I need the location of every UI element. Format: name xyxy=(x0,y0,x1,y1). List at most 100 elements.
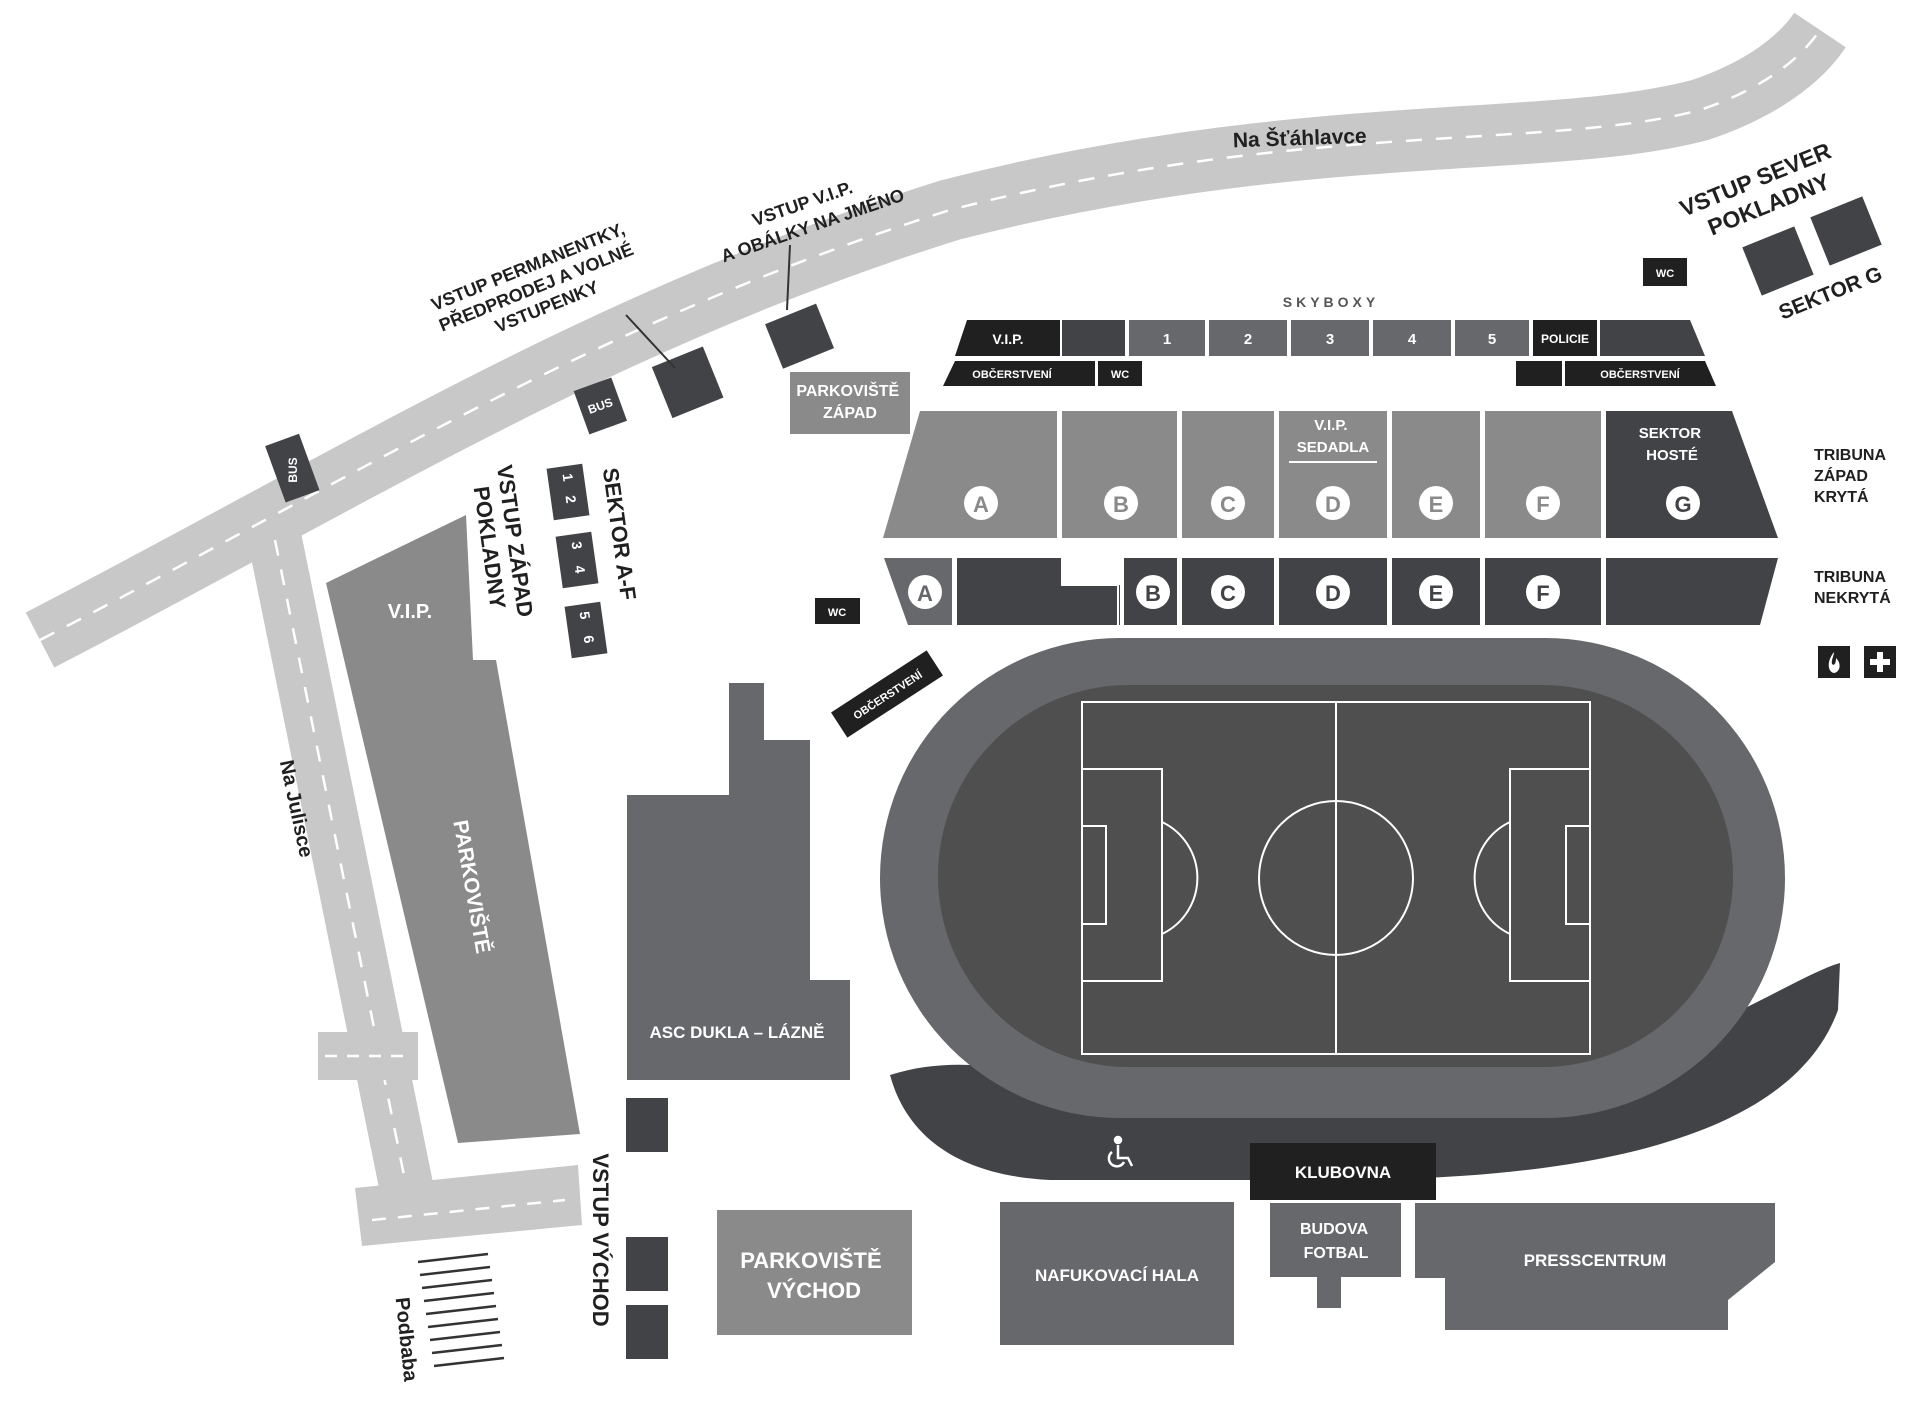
refreshment-row: OBČERSTVENÍ WC OBČERSTVENÍ xyxy=(943,361,1716,386)
svg-text:5: 5 xyxy=(576,610,593,620)
svg-text:3: 3 xyxy=(1326,331,1334,348)
skybox-title: SKYBOXY xyxy=(1283,294,1379,310)
cashier-3-4[interactable] xyxy=(555,531,599,589)
skybox-empty[interactable] xyxy=(1062,320,1125,356)
svg-text:G: G xyxy=(1674,492,1691,517)
upper-sector-badges: A B C D E F G xyxy=(964,486,1700,520)
svg-text:SEKTOR HOSTÉ: SEKTOR HOSTÉ xyxy=(1639,425,1705,464)
road-na-julisce xyxy=(248,534,437,1211)
svg-text:NAFUKOVACÍ HALA: NAFUKOVACÍ HALA xyxy=(1035,1266,1199,1285)
upper-sector-g-guests[interactable] xyxy=(1606,411,1778,538)
svg-text:BUDOVA FOTBAL: BUDOVA FOTBAL xyxy=(1300,1221,1372,1262)
wc-skybox[interactable] xyxy=(1098,361,1142,386)
svg-text:PARKOVIŠTĚ ZÁPAD: PARKOVIŠTĚ ZÁPAD xyxy=(796,381,903,422)
svg-text:4: 4 xyxy=(1408,331,1417,348)
building-clubhouse[interactable]: KLUBOVNA xyxy=(1250,1143,1436,1200)
parking-east[interactable]: PARKOVIŠTĚ VÝCHOD xyxy=(717,1210,912,1335)
svg-text:4: 4 xyxy=(571,564,588,574)
svg-text:D: D xyxy=(1325,581,1341,606)
svg-text:6: 6 xyxy=(580,634,597,644)
svg-text:WC: WC xyxy=(1111,369,1129,381)
west-entrance-label: VSTUP ZÁPAD POKLADNY xyxy=(466,463,539,628)
crosswalk xyxy=(417,1252,505,1368)
wc-north: WC xyxy=(1643,258,1687,286)
parking-west[interactable]: PARKOVIŠTĚ ZÁPAD xyxy=(790,372,910,434)
east-stand-curve xyxy=(890,963,1840,1180)
svg-text:3: 3 xyxy=(568,540,585,550)
lower-sector-end[interactable] xyxy=(1606,558,1778,625)
fire-extinguisher-icon xyxy=(1818,646,1850,678)
upper-stand-label: TRIBUNA ZÁPAD KRYTÁ xyxy=(1814,447,1890,506)
svg-text:V.I.P.: V.I.P. xyxy=(388,601,433,623)
bus-stop-east[interactable]: BUS xyxy=(573,377,628,435)
road-south xyxy=(355,1165,582,1246)
refreshment-east[interactable] xyxy=(1565,361,1716,386)
building-inflatable-hall[interactable]: NAFUKOVACÍ HALA xyxy=(1000,1202,1234,1345)
street-label-south: Podbaba xyxy=(391,1296,422,1383)
svg-text:E: E xyxy=(1429,581,1444,606)
svg-text:OBČERSTVENÍ: OBČERSTVENÍ xyxy=(1600,368,1680,381)
skybox-4[interactable] xyxy=(1373,320,1451,356)
svg-text:POLICIE: POLICIE xyxy=(1541,332,1589,346)
svg-text:F: F xyxy=(1536,581,1549,606)
lower-block[interactable] xyxy=(957,558,1120,625)
svg-text:1: 1 xyxy=(559,472,576,482)
svg-text:D: D xyxy=(1325,492,1341,517)
skybox-2[interactable] xyxy=(1209,320,1287,356)
building-asc-dukla[interactable]: ASC DUKLA – LÁZNĚ xyxy=(627,683,850,1080)
stadium-bowl xyxy=(880,638,1840,1180)
svg-text:1: 1 xyxy=(1163,331,1171,348)
svg-text:KLUBOVNA: KLUBOVNA xyxy=(1295,1163,1391,1182)
refreshment-west[interactable] xyxy=(943,361,1095,386)
skybox-3[interactable] xyxy=(1291,320,1369,356)
svg-text:WC: WC xyxy=(1656,268,1674,280)
street-label-north: Na Šťáhlavce xyxy=(1232,124,1367,153)
svg-text:B: B xyxy=(1145,581,1161,606)
svg-text:B: B xyxy=(1113,492,1129,517)
upper-sector-a[interactable] xyxy=(883,411,1057,538)
football-pitch xyxy=(1081,701,1591,1055)
refreshment-kiosk[interactable]: OBČERSTVENÍ xyxy=(831,650,943,738)
svg-text:2: 2 xyxy=(1244,331,1252,348)
svg-text:PARKOVIŠTĚ VÝCHOD: PARKOVIŠTĚ VÝCHOD xyxy=(740,1248,888,1303)
cashier-windows: 1 2 3 4 5 6 xyxy=(546,463,608,659)
entrance-east[interactable]: VSTUP VÝCHOD xyxy=(588,1098,668,1359)
cashier-5-6[interactable] xyxy=(564,601,608,659)
building-football[interactable]: BUDOVA FOTBAL xyxy=(1270,1203,1401,1308)
west-sector-label: SEKTOR A-F xyxy=(598,466,641,601)
svg-text:ASC DUKLA – LÁZNĚ: ASC DUKLA – LÁZNĚ xyxy=(649,1023,824,1042)
wc-west[interactable]: WC xyxy=(815,598,860,624)
lower-sector-badges: A B C D E F xyxy=(908,575,1560,609)
skybox-row: V.I.P. 1 2 3 4 5 POLICIE xyxy=(955,320,1705,356)
svg-text:F: F xyxy=(1536,492,1549,517)
skybox-end[interactable] xyxy=(1600,320,1705,356)
skybox-police[interactable] xyxy=(1533,320,1597,356)
building-presscentrum[interactable]: PRESSCENTRUM xyxy=(1415,1203,1775,1330)
wheelchair-icon xyxy=(1107,1135,1134,1168)
svg-text:BUS: BUS xyxy=(286,457,300,482)
bus-stop-west[interactable]: BUS xyxy=(265,433,320,503)
svg-text:OBČERSTVENÍ: OBČERSTVENÍ xyxy=(972,368,1052,381)
first-aid-icon xyxy=(1864,646,1896,678)
skybox-vip[interactable] xyxy=(955,320,1060,356)
svg-text:2: 2 xyxy=(562,494,579,504)
lower-stand-label: TRIBUNA NEKRYTÁ xyxy=(1814,569,1891,607)
svg-text:C: C xyxy=(1220,492,1236,517)
svg-text:V.I.P. SEDADLA: V.I.P. SEDADLA xyxy=(1297,417,1370,456)
svg-text:E: E xyxy=(1429,492,1444,517)
svg-text:VSTUP VÝCHOD: VSTUP VÝCHOD xyxy=(588,1153,613,1326)
svg-text:C: C xyxy=(1220,581,1236,606)
svg-text:V.I.P.: V.I.P. xyxy=(992,331,1023,347)
parking-main[interactable]: V.I.P. PARKOVIŠTĚ xyxy=(326,515,580,1143)
refreshment-gap xyxy=(1516,361,1562,386)
skybox-1[interactable] xyxy=(1129,320,1205,356)
road-side-stub xyxy=(318,1032,418,1080)
cashier-1-2[interactable] xyxy=(546,463,590,521)
road-na-stahlavce xyxy=(25,11,1846,668)
skybox-5[interactable] xyxy=(1455,320,1529,356)
svg-text:WC: WC xyxy=(828,607,846,619)
entrance-north[interactable]: VSTUP SEVER POKLADNY SEKTOR G xyxy=(1676,135,1886,325)
svg-text:PRESSCENTRUM: PRESSCENTRUM xyxy=(1524,1251,1667,1270)
svg-text:A: A xyxy=(917,581,933,606)
